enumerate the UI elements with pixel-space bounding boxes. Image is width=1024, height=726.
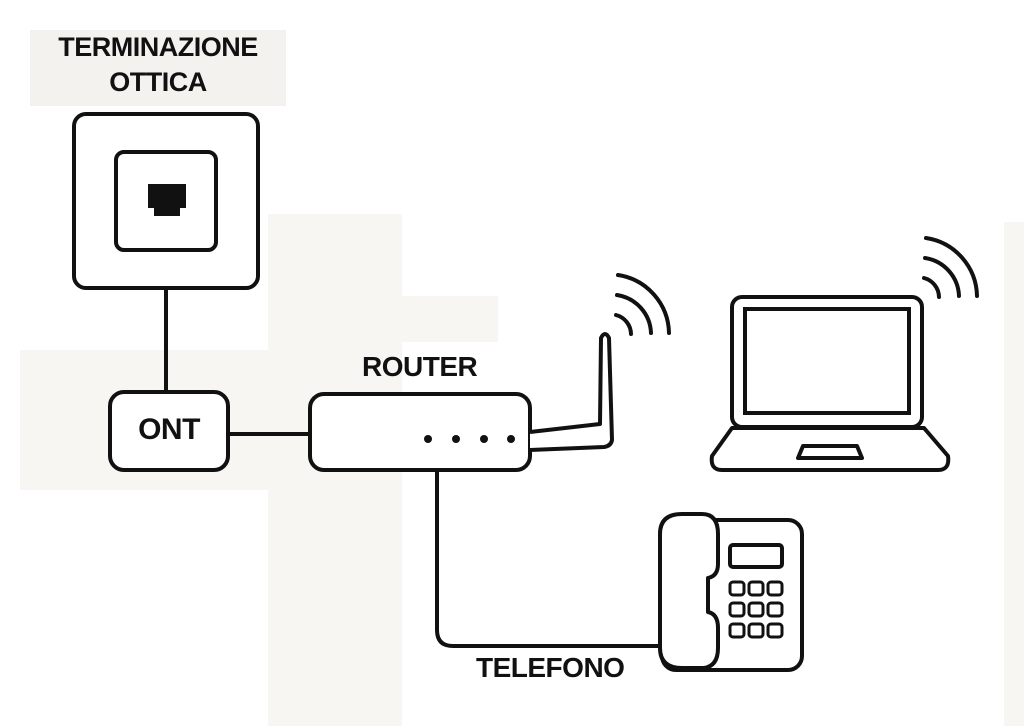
background-panel — [340, 296, 498, 342]
wifi-signal-icon — [922, 236, 979, 299]
router-label: ROUTER — [362, 351, 478, 382]
phone-display — [728, 543, 784, 569]
router-device — [308, 332, 614, 472]
keypad — [728, 580, 784, 639]
telefono-label: TELEFONO — [476, 652, 625, 683]
led-indicator — [452, 435, 460, 443]
handset — [658, 512, 720, 670]
led-indicator — [424, 435, 432, 443]
led-indicator — [480, 435, 488, 443]
antenna — [529, 332, 614, 452]
ont-label: ONT — [138, 413, 200, 446]
optical-termination-line2: OTTICA — [109, 67, 207, 97]
phone-cable — [435, 469, 664, 648]
laptop-icon — [709, 295, 951, 472]
wifi-signal-icon — [614, 273, 671, 336]
desk-phone-icon — [658, 512, 804, 672]
led-indicator — [507, 435, 515, 443]
ethernet-port-icon — [72, 112, 260, 290]
optical-termination-line1: TERMINAZIONE — [58, 32, 258, 62]
ont-device — [108, 390, 230, 472]
background-panel — [1004, 222, 1024, 726]
optical-termination-label: TERMINAZIONE OTTICA — [30, 30, 286, 106]
